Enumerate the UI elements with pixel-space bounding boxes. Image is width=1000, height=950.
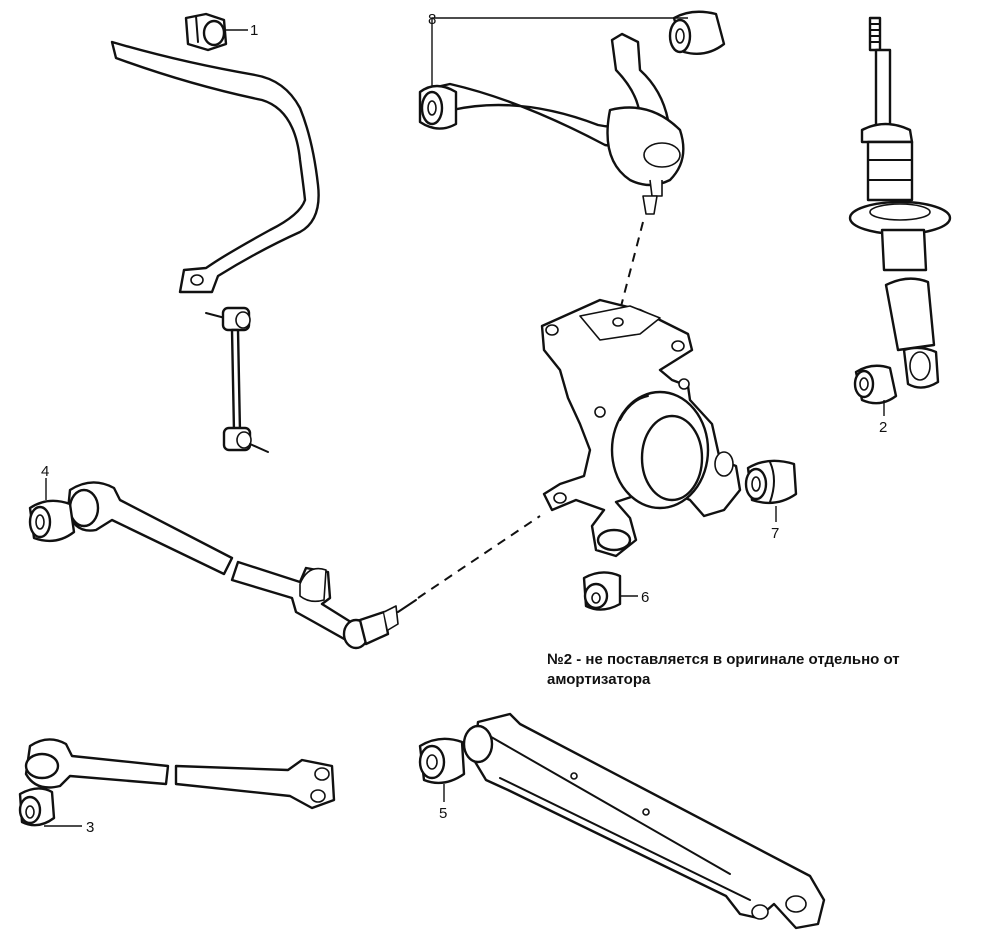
callout-label-8: 8 — [428, 11, 436, 28]
steering-knuckle — [540, 298, 742, 558]
callout-label-3: 3 — [86, 819, 94, 836]
callout-label-6: 6 — [641, 589, 649, 606]
knuckle-bushing-part-7 — [744, 459, 798, 505]
assembly-line-upper — [617, 221, 644, 319]
upper-control-arm — [428, 32, 685, 215]
stabilizer-link — [205, 306, 269, 453]
callout-label-1: 1 — [250, 22, 258, 39]
lateral-link-bushing-part-4 — [28, 499, 76, 543]
supply-note-line-1: №2 - не поставляется в оригинале отдельн… — [547, 651, 900, 668]
trailing-arm — [462, 712, 826, 930]
toe-link-bushing-part-3 — [18, 787, 56, 827]
toe-link — [24, 738, 336, 810]
supply-note: №2 - не поставляется в оригинале отдельн… — [547, 650, 977, 690]
knuckle-bushing-part-6 — [582, 571, 622, 611]
callout-label-4: 4 — [41, 463, 49, 480]
supply-note-line-2: амортизатора — [547, 671, 651, 688]
leader-line-8 — [431, 17, 688, 86]
callout-label-7: 7 — [771, 525, 779, 542]
lateral-link-rear — [66, 481, 417, 650]
shock-absorber — [848, 16, 952, 389]
upper-arm-bushing-front-part-8 — [418, 84, 458, 130]
stabilizer-bar — [110, 40, 320, 294]
upper-arm-bushing-rear-part-8 — [668, 10, 726, 55]
shock-lower-bushing-part-2 — [853, 364, 898, 405]
trailing-arm-bushing-part-5 — [418, 737, 466, 785]
callout-label-5: 5 — [439, 805, 447, 822]
callout-label-2: 2 — [879, 419, 887, 436]
assembly-line-lower — [417, 515, 541, 599]
stabilizer-bushing-part-1 — [184, 12, 228, 52]
